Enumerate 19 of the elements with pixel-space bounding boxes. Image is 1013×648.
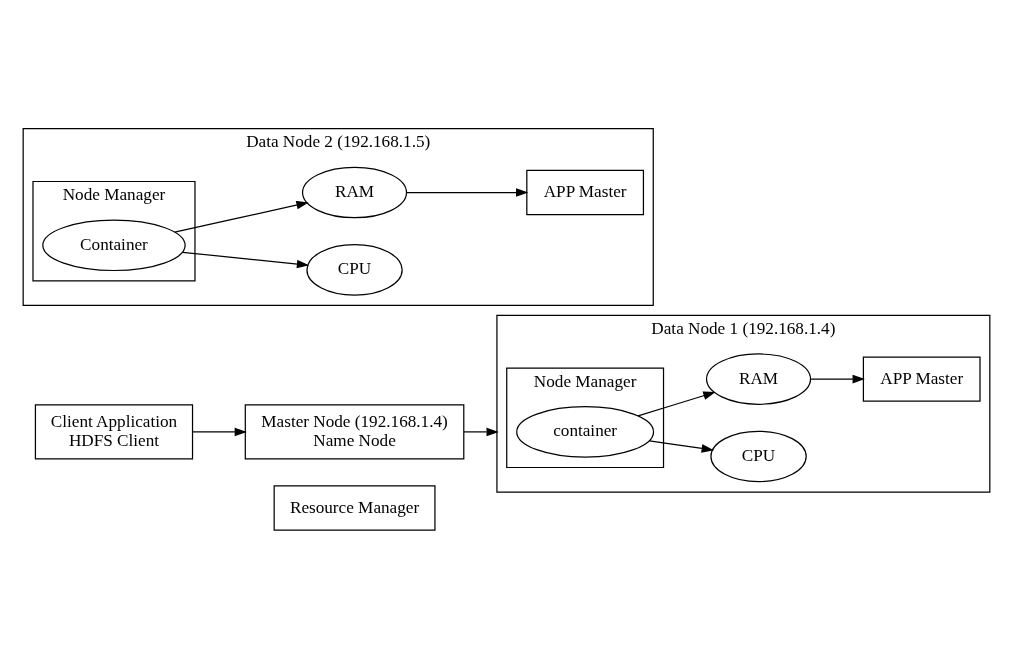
arrow: [810, 374, 865, 383]
arrow: [637, 391, 716, 417]
node-box: Client Application HDFS Client: [34, 403, 194, 459]
node-box: Resource Manager: [273, 484, 436, 531]
node-ellipse: RAM: [705, 352, 812, 405]
arrow: [192, 427, 247, 436]
arrow: [463, 427, 499, 436]
node-ellipse: Container: [42, 219, 186, 271]
node-ellipse: container: [516, 405, 655, 458]
arrow: [174, 200, 309, 233]
arrow: [648, 439, 714, 453]
node-box: Master Node (192.168.1.4) Name Node: [244, 403, 465, 459]
node-box: APP Master: [526, 169, 645, 215]
node-ellipse: CPU: [710, 430, 807, 482]
node-box: APP Master: [862, 355, 981, 402]
node-ellipse: CPU: [306, 243, 403, 296]
arrow: [181, 251, 310, 268]
node-ellipse: RAM: [301, 166, 408, 218]
arrow: [406, 187, 529, 197]
